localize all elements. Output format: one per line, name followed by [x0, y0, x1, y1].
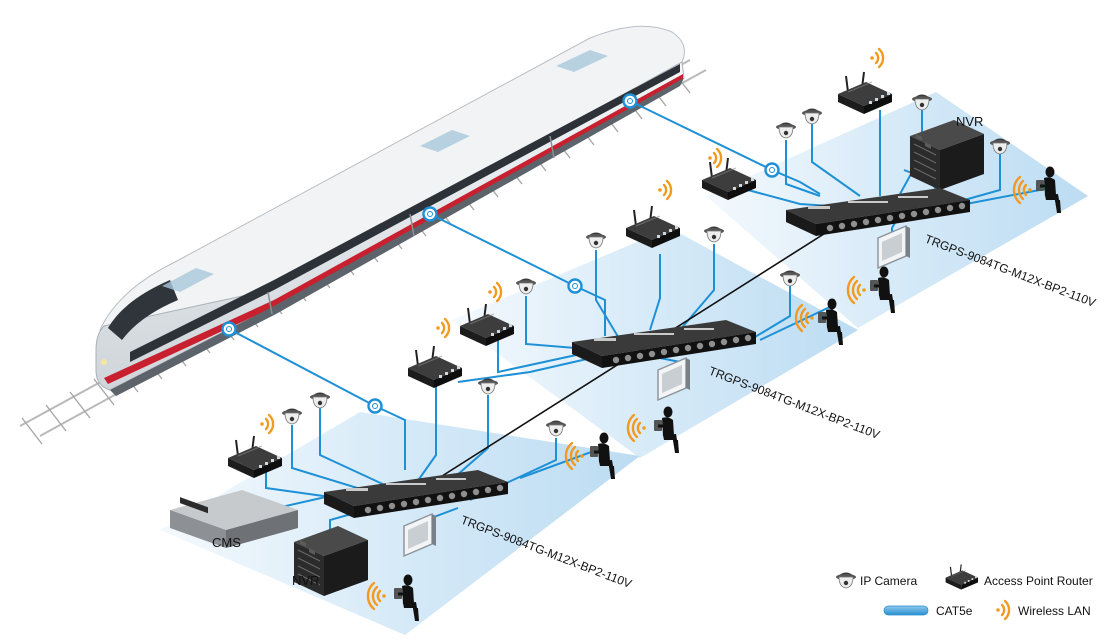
- legend-access-point-router-label: Access Point Router: [984, 574, 1093, 588]
- nvr-back-label: NVR: [956, 114, 983, 129]
- ip-camera-icon: [545, 420, 567, 437]
- legend: IP Camera Access Point Router CAT5e Wire…: [835, 563, 1093, 621]
- wireless-signal-icon: [435, 317, 451, 339]
- access-point-router-icon: [407, 345, 463, 389]
- nvr-front-label: NVR: [292, 573, 319, 588]
- ip-camera-icon: [281, 408, 303, 425]
- wireless-signal-icon: [487, 281, 503, 303]
- cms-label: CMS: [212, 535, 241, 550]
- wireless-signal-icon: [869, 47, 885, 69]
- legend-wireless-signal-icon: [995, 599, 1011, 621]
- platform-front: [160, 412, 640, 635]
- legend-access-point-router-icon: [945, 563, 979, 591]
- legend-ip-camera-icon: [835, 572, 857, 589]
- legend-wireless-lan-label: Wireless LAN: [1018, 604, 1091, 618]
- ip-camera-icon: [703, 226, 725, 243]
- wireless-signal-icon: [259, 413, 275, 435]
- legend-cat5e-icon: [883, 605, 929, 616]
- ip-camera-icon: [309, 392, 331, 409]
- ip-camera-icon: [775, 122, 797, 139]
- ip-camera-icon: [477, 378, 499, 395]
- access-point-router-icon: [837, 71, 893, 115]
- legend-cat5e-label: CAT5e: [936, 604, 973, 618]
- ip-camera-icon: [801, 108, 823, 125]
- train-icon: [19, 25, 707, 445]
- wireless-signal-icon: [657, 179, 673, 201]
- ip-camera-icon: [585, 232, 607, 249]
- legend-ip-camera-label: IP Camera: [860, 574, 917, 588]
